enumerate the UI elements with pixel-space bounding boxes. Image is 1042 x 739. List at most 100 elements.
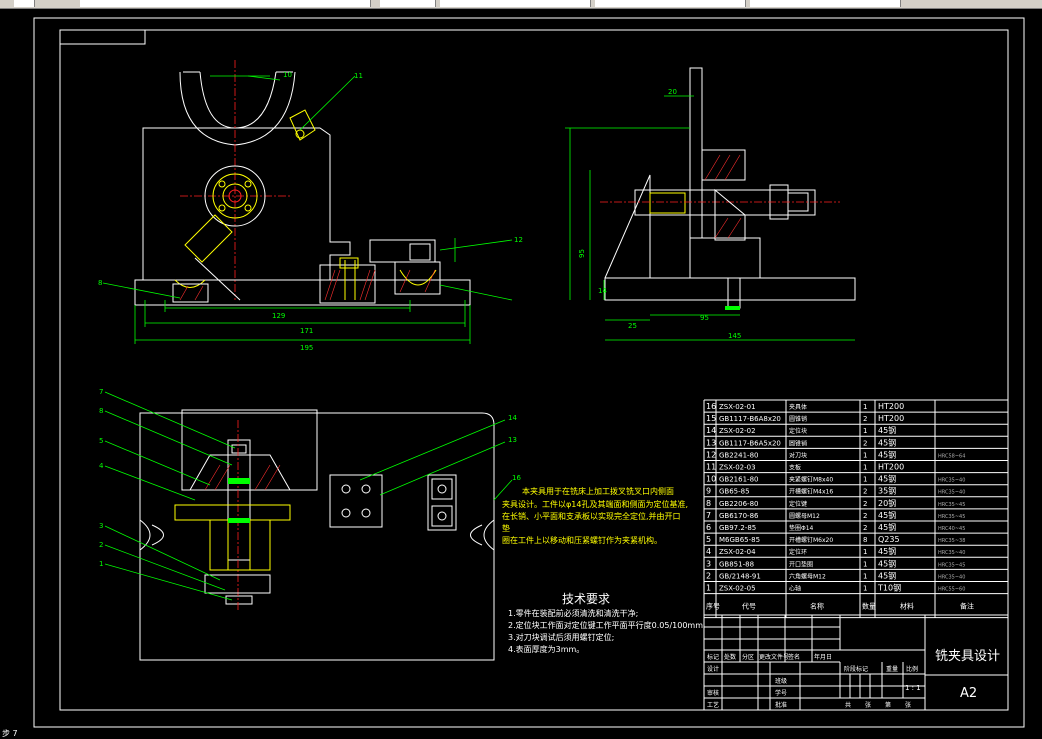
svg-text:7: 7	[99, 388, 103, 396]
bom-cell: ZSX-02-01	[719, 403, 756, 411]
callout-12: 12	[514, 236, 523, 244]
svg-text:1: 1	[99, 560, 103, 568]
tech-item-1: 1.零件在装配前必须清洗和清洗干净;	[508, 608, 638, 618]
bom-cell: 2	[863, 500, 867, 508]
bom-cell: GB97.2-85	[719, 524, 756, 532]
tb-label-student-no: 学号	[775, 689, 787, 697]
tb-label-total: 共	[845, 701, 851, 709]
bom-cell: HRC35~40	[938, 574, 965, 580]
dim-129: 129	[272, 312, 285, 320]
bom-cell: HRC55~60	[938, 587, 965, 593]
bom-cell: 1	[863, 548, 867, 556]
toolbar-layer-dropdown[interactable]	[80, 0, 371, 7]
tech-item-2: 2.定位块工作面对定位键工作平面平行度0.05/100mm	[508, 620, 703, 630]
bom-cell: 1	[863, 476, 867, 484]
bom-cell: 45钢	[878, 474, 896, 484]
dim-95-horizontal: 95	[700, 314, 709, 322]
intro-line-4: 垫	[502, 523, 510, 533]
bom-cell: GB6170-86	[719, 512, 759, 520]
toolbar-lineweight-dropdown[interactable]	[595, 0, 746, 7]
side-view	[565, 67, 856, 341]
bom-cell: 1	[706, 584, 711, 593]
bom-cell: ZSX-02-05	[719, 585, 756, 593]
bom-cell: HRC35~40	[938, 550, 965, 556]
tb-label-sheets-2: 张	[905, 701, 911, 709]
bom-cell: 45钢	[878, 522, 896, 532]
svg-text:3: 3	[99, 522, 103, 530]
front-view	[102, 60, 513, 344]
status-bar: 步 7	[0, 729, 1042, 738]
bom-cell: 夹具体	[789, 403, 807, 411]
bom-cell: GB2161-80	[719, 476, 758, 484]
bom-cell: 2	[863, 524, 867, 532]
bom-cell: 4	[706, 547, 711, 556]
bom-cell: 6	[706, 523, 711, 532]
bom-cell: 45钢	[878, 437, 896, 447]
bom-cell: HRC35~40	[938, 490, 965, 496]
bom-cell: 45钢	[878, 425, 896, 435]
bom-cell: 2	[863, 439, 867, 447]
bom-cell: HT200	[878, 414, 904, 423]
drawing-title: 铣夹具设计	[935, 649, 1000, 664]
svg-text:4: 4	[99, 462, 104, 470]
bom-cell: ZSX-02-02	[719, 427, 756, 435]
tb-label-process: 工艺	[707, 701, 719, 709]
dim-14: 14	[598, 287, 607, 295]
toolbar-linetype-dropdown[interactable]	[440, 0, 591, 7]
top-view	[104, 391, 513, 661]
bom-cell: 定位环	[789, 548, 807, 556]
bom-cell: 2	[863, 415, 867, 423]
bom-cell: GB2241-80	[719, 451, 758, 459]
bom-cell: T10钢	[877, 583, 901, 593]
intro-line-1: 本夹具用于在铣床上加工拨叉铣叉口内侧面	[522, 486, 674, 496]
status-text: 步 7	[2, 729, 18, 738]
callout-8: 8	[98, 279, 102, 287]
bom-cell: 开口垫圈	[789, 560, 813, 568]
bom-cell: ZSX-02-04	[719, 548, 756, 556]
tb-label-stage: 阶段标记	[844, 665, 868, 673]
bom-cell: GB65-85	[719, 488, 750, 496]
frame-tag-box	[59, 29, 146, 45]
bom-cell: 1	[863, 464, 867, 472]
dim-25: 25	[628, 322, 637, 330]
tb-label-sheet-no: 第	[885, 701, 891, 709]
tb-label-weight: 重量	[886, 665, 898, 673]
bom-cell: 45钢	[878, 546, 896, 556]
bom-cell: 15	[706, 414, 716, 423]
bom-cell: GB1117-B6A5x20	[719, 439, 781, 447]
intro-line-5: 圈在工件上以移动和压紧螺钉作为夹紧机构。	[502, 535, 662, 545]
tech-item-4: 4.表面厚度为3mm。	[508, 644, 584, 654]
toolbar-plotstyle-dropdown[interactable]	[750, 0, 901, 7]
drawing-frame	[59, 29, 1009, 711]
toolbar-field-1[interactable]	[14, 0, 35, 7]
bom-cell: HRC35~45	[938, 514, 965, 520]
bom-cell: M6GB65-85	[719, 536, 760, 544]
svg-text:13: 13	[508, 436, 517, 444]
bom-cell: 9	[706, 487, 711, 496]
bom-cell: GB2206-80	[719, 500, 758, 508]
bom-cell: HRC58~64	[938, 453, 965, 459]
toolbar-color-dropdown[interactable]	[380, 0, 436, 7]
tb-scale-value: 1 : 1	[905, 684, 921, 692]
bom-cell: 45钢	[878, 570, 896, 580]
bom-cell: GB1117-B6A8x20	[719, 415, 781, 423]
dim-195: 195	[300, 344, 313, 352]
cad-toolbar[interactable]	[0, 0, 1042, 9]
bom-cell: 5	[706, 535, 711, 544]
svg-text:16: 16	[512, 474, 521, 482]
dim-95-vertical: 95	[578, 249, 586, 258]
tb-label-scale: 比例	[906, 665, 918, 673]
bom-cell: 35钢	[878, 486, 896, 496]
bom-cell: 8	[706, 499, 711, 508]
tech-title: 技术要求	[562, 592, 610, 606]
tb-label-review: 审核	[707, 689, 719, 697]
bom-cell: 45钢	[878, 449, 896, 459]
tb-label-design: 设计	[707, 665, 719, 673]
bom-cell: 夹紧螺钉M8x40	[789, 476, 833, 484]
tech-item-3: 3.对刀块调试后须用螺钉定位;	[508, 632, 614, 642]
bom-cell: 1	[863, 451, 867, 459]
bom-header: 数量	[862, 602, 876, 611]
intro-line-2: 夹具设计。工件以φ14孔及其端面和侧面为定位基准,	[502, 499, 688, 509]
bom-header: 备注	[960, 602, 974, 611]
